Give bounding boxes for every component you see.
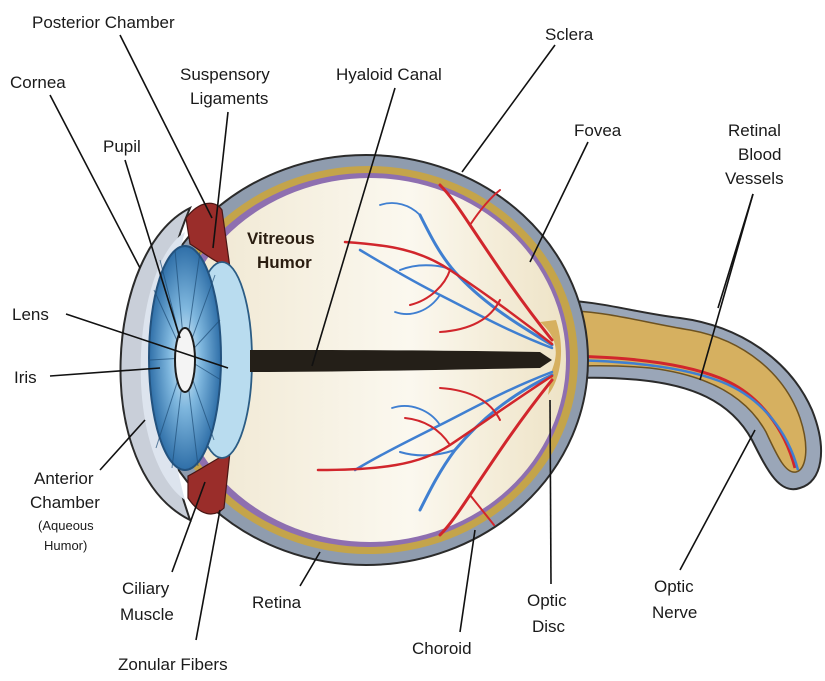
label-optic-disc-2: Disc (532, 617, 566, 636)
label-pupil: Pupil (103, 137, 141, 156)
label-vitreous-1: Vitreous (247, 229, 315, 248)
label-retinal-bv-2: Blood (738, 145, 781, 164)
label-suspensory-2: Ligaments (190, 89, 268, 108)
label-anterior-1: Anterior (34, 469, 94, 488)
label-ciliary-1: Ciliary (122, 579, 170, 598)
label-zonular-fibers: Zonular Fibers (118, 655, 228, 674)
label-sclera: Sclera (545, 25, 594, 44)
label-cornea: Cornea (10, 73, 66, 92)
label-retinal-bv-3: Vessels (725, 169, 784, 188)
label-anterior-2: Chamber (30, 493, 100, 512)
label-retinal-bv-1: Retinal (728, 121, 781, 140)
label-optic-disc-1: Optic (527, 591, 567, 610)
pupil (175, 328, 195, 392)
label-fovea: Fovea (574, 121, 622, 140)
label-optic-nerve-2: Nerve (652, 603, 697, 622)
label-anterior-4: Humor) (44, 538, 87, 553)
label-posterior-chamber: Posterior Chamber (32, 13, 175, 32)
label-ciliary-2: Muscle (120, 605, 174, 624)
label-lens: Lens (12, 305, 49, 324)
label-vitreous-2: Humor (257, 253, 312, 272)
label-anterior-3: (Aqueous (38, 518, 94, 533)
label-hyaloid-canal: Hyaloid Canal (336, 65, 442, 84)
label-choroid: Choroid (412, 639, 472, 658)
label-iris: Iris (14, 368, 37, 387)
label-optic-nerve-1: Optic (654, 577, 694, 596)
label-retina: Retina (252, 593, 302, 612)
label-suspensory-1: Suspensory (180, 65, 270, 84)
